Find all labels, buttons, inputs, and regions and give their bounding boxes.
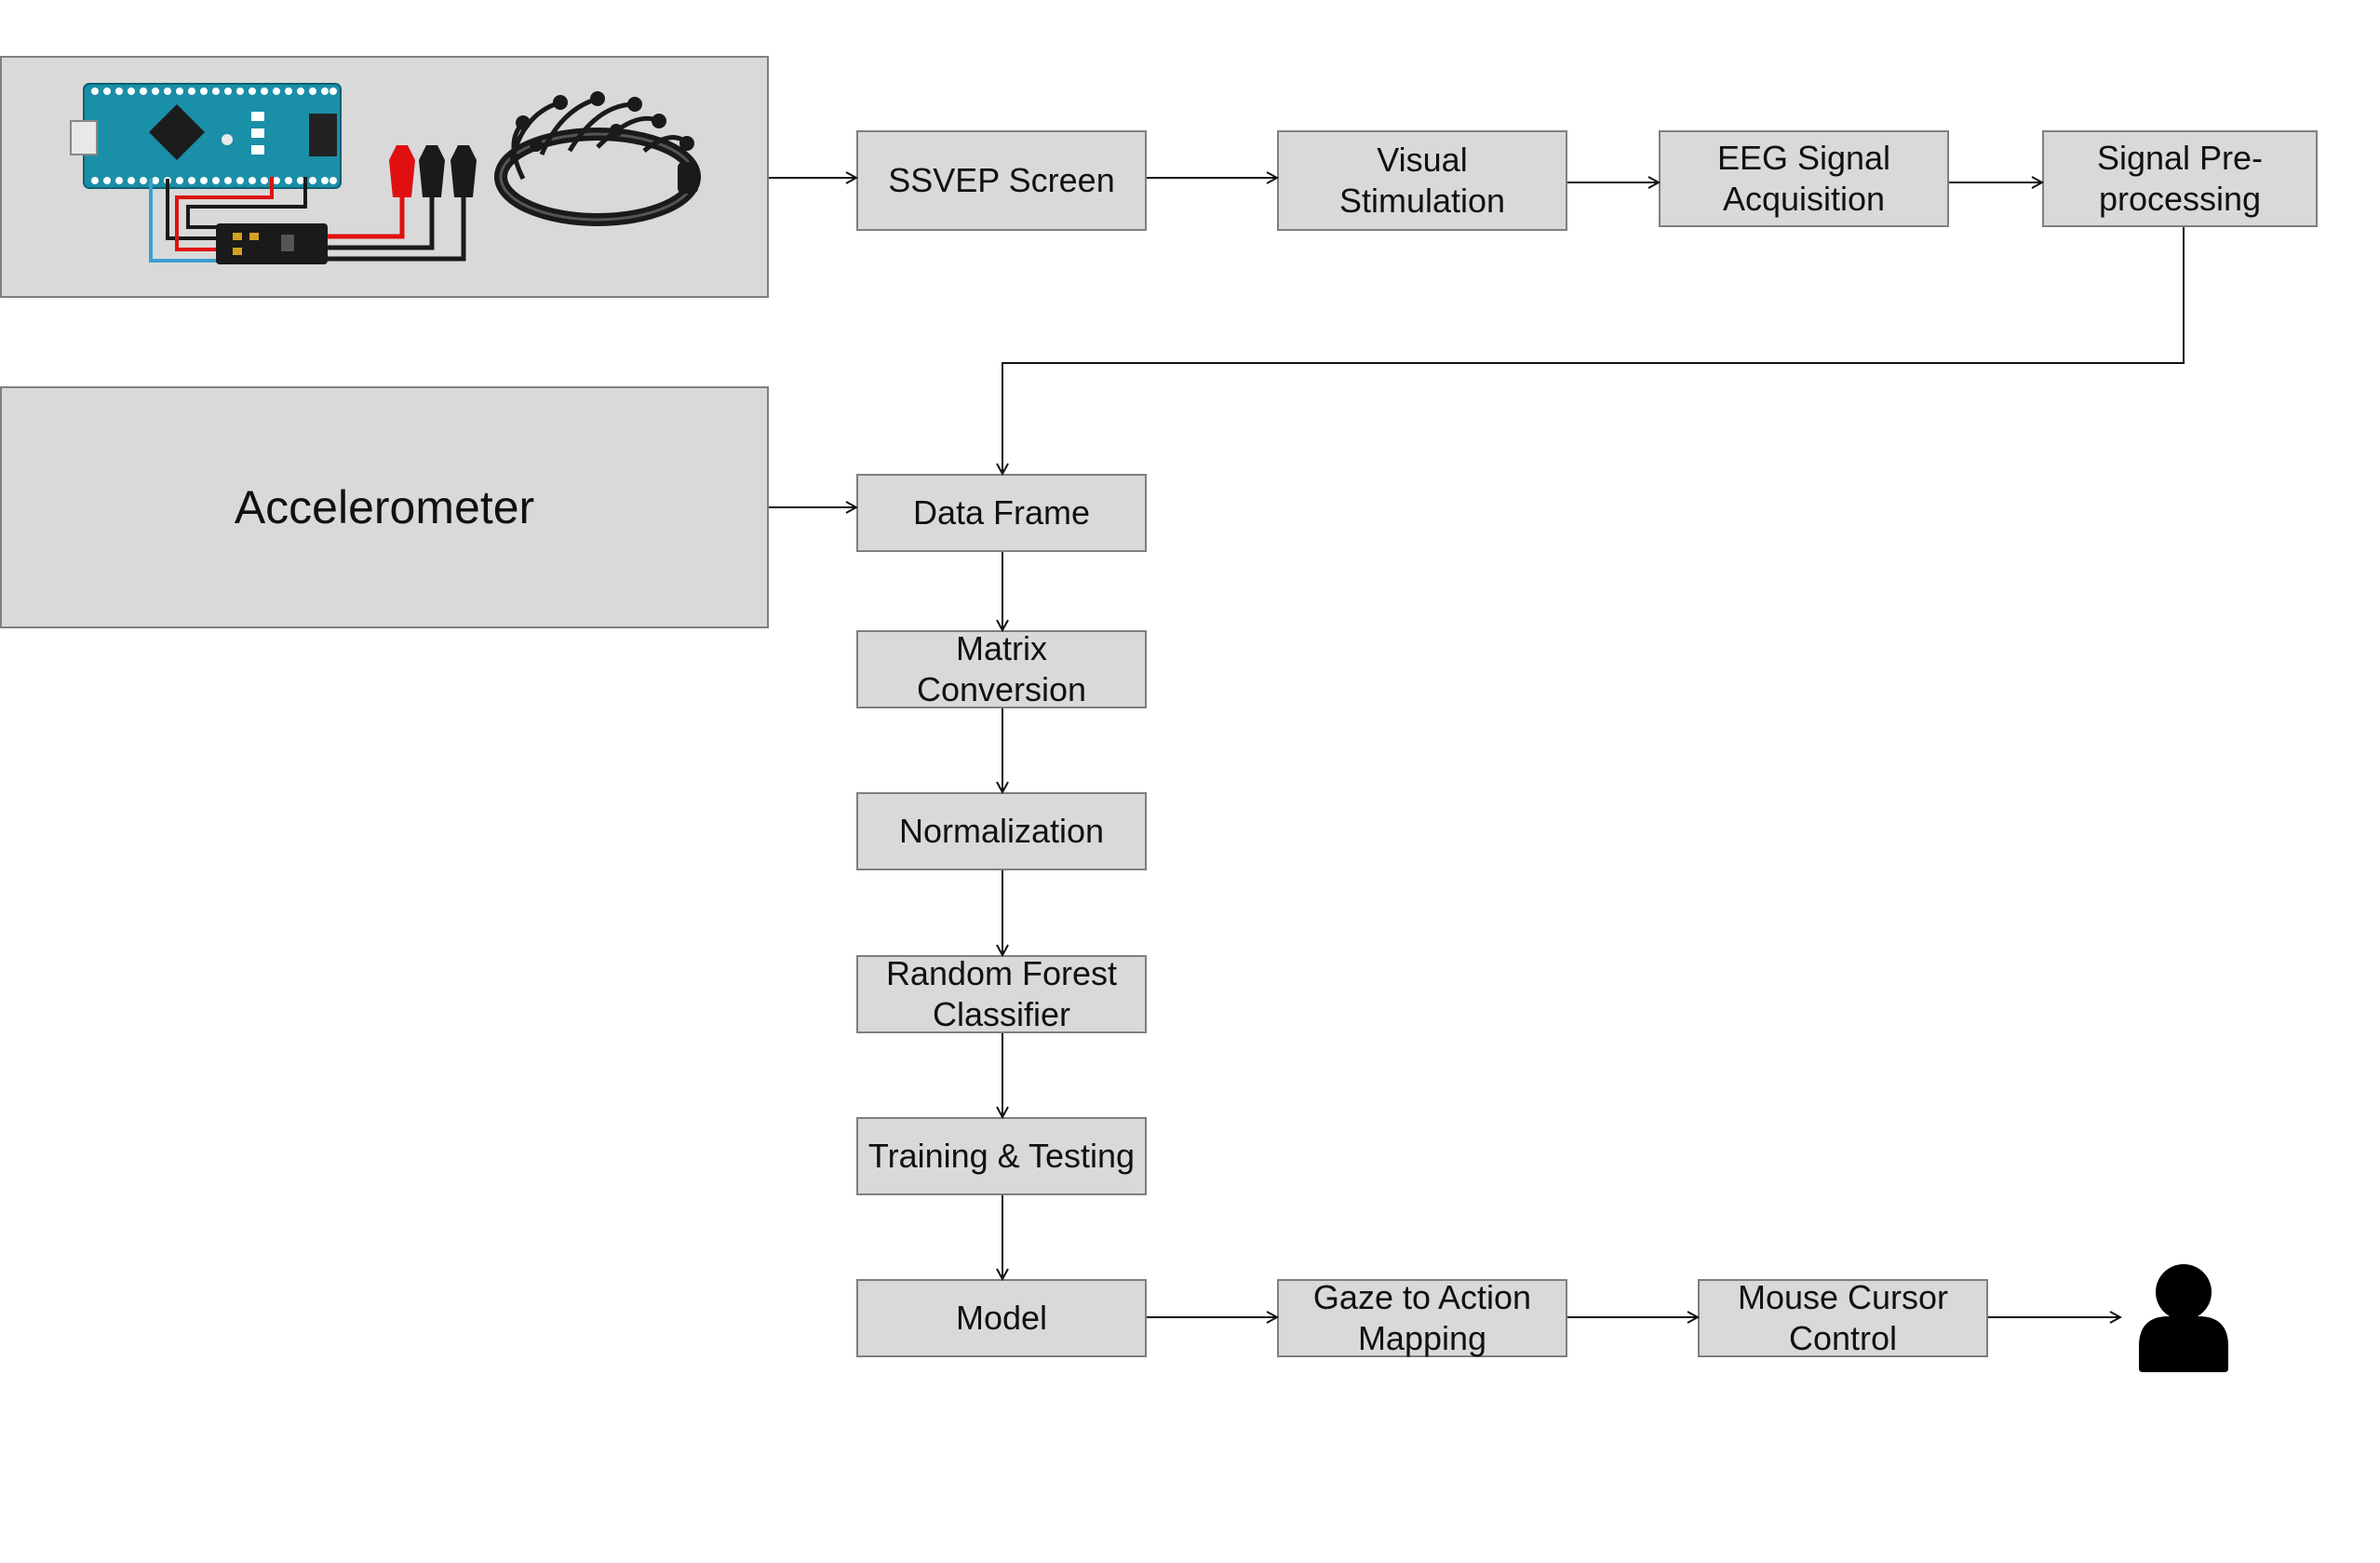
sensor-module-icon xyxy=(216,223,328,264)
visual-stimulation-node: Visual Stimulation xyxy=(1277,130,1567,231)
ssvep-screen-node: SSVEP Screen xyxy=(856,130,1147,231)
user-icon xyxy=(2139,1264,2228,1372)
data-frame-node: Data Frame xyxy=(856,474,1147,552)
arduino-board-icon xyxy=(70,83,342,189)
hardware-panel xyxy=(0,56,769,298)
accelerometer-label: Accelerometer xyxy=(234,481,535,533)
eeg-signal-acquisition-node: EEG Signal Acquisition xyxy=(1659,130,1949,227)
gaze-to-action-mapping-node: Gaze to Action Mapping xyxy=(1277,1278,1567,1357)
mouse-cursor-control-node: Mouse Cursor Control xyxy=(1698,1278,1988,1357)
eeg-headset-icon xyxy=(494,91,701,226)
accelerometer-panel: Accelerometer xyxy=(0,386,769,628)
model-node: Model xyxy=(856,1279,1147,1357)
matrix-conversion-node: Matrix Conversion xyxy=(856,629,1147,708)
electrode-clip-icons xyxy=(389,145,477,197)
normalization-node: Normalization xyxy=(856,792,1147,870)
arrow-preprocessing-to-dataframe xyxy=(1002,227,2185,474)
hardware-illustration xyxy=(70,83,701,264)
signal-preprocessing-node: Signal Pre- processing xyxy=(2042,130,2318,227)
